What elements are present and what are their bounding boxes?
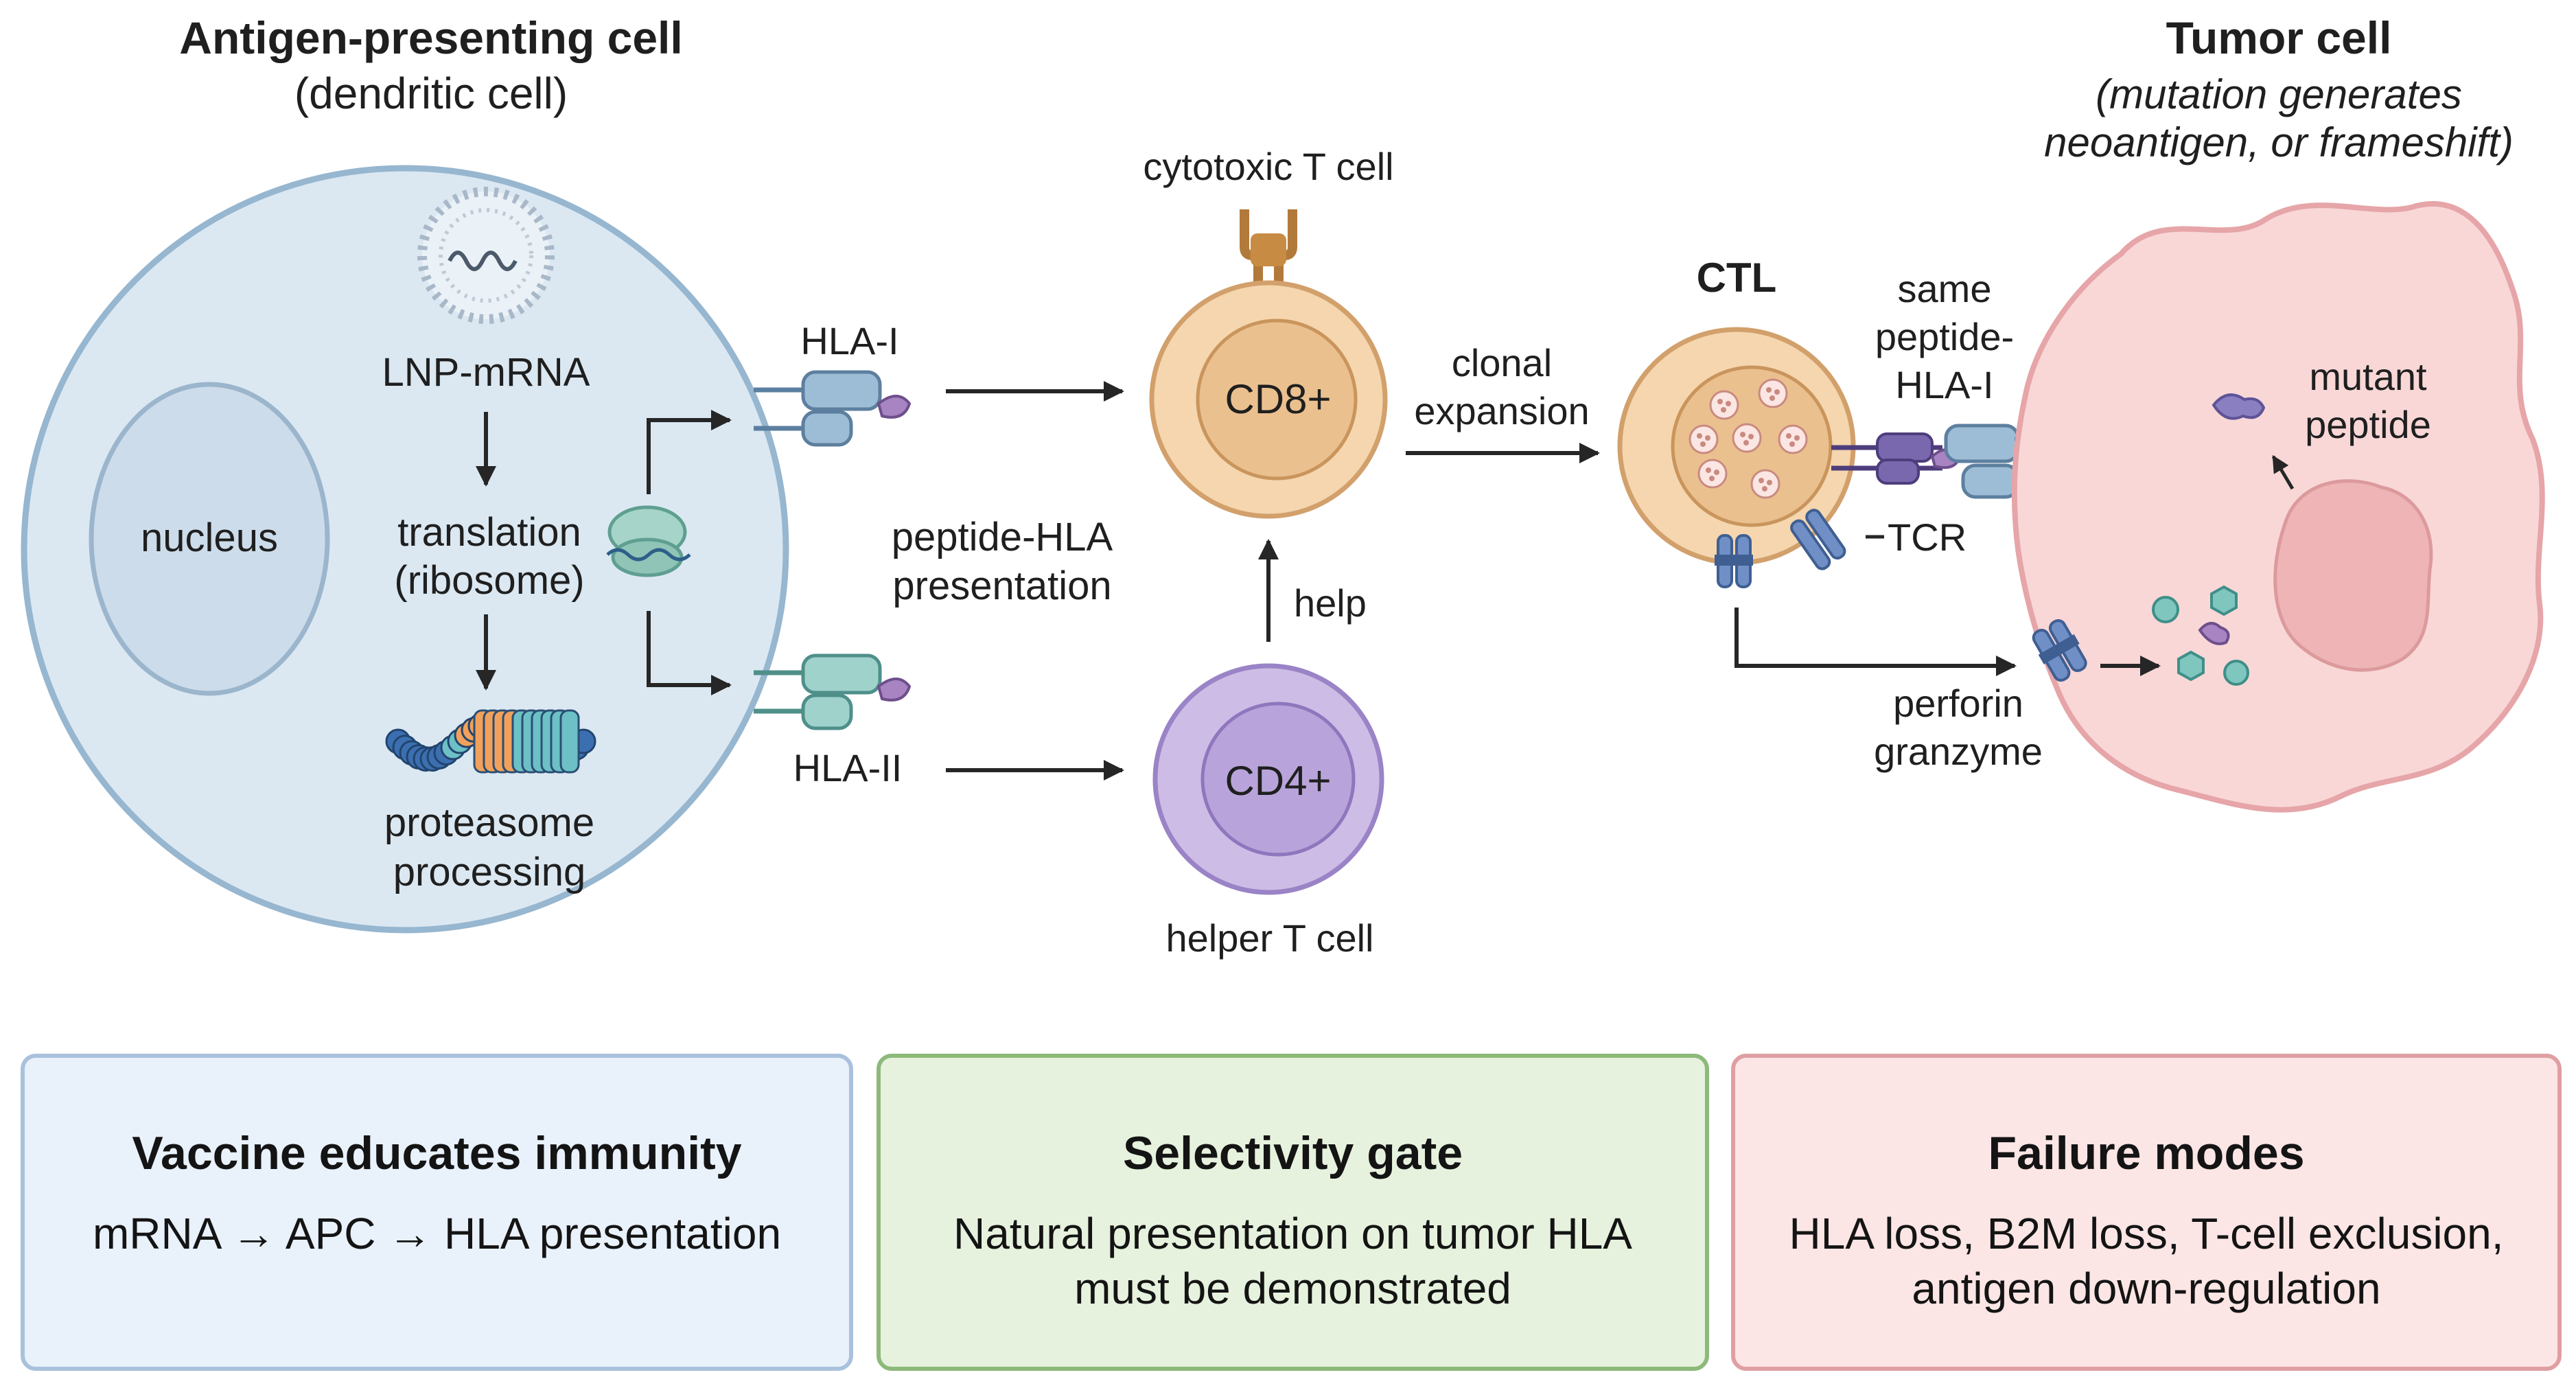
nucleus-label: nucleus — [141, 516, 278, 560]
same-peptide-label-1: same — [1898, 267, 1992, 310]
mutant-peptide-icon — [2212, 393, 2266, 420]
arrow-mutant-peptide — [2271, 454, 2295, 490]
help-label: help — [1294, 581, 1367, 625]
tumor-nucleus — [2273, 479, 2433, 672]
tumor-subtitle-1: (mutation generates — [2096, 71, 2462, 117]
box-selectivity-text-2: must be demonstrated — [1074, 1264, 1511, 1313]
proteasome-sublabel: processing — [393, 850, 585, 894]
granzyme-label: granzyme — [1874, 730, 2043, 773]
tumor-title: Tumor cell — [2166, 12, 2392, 63]
hla1-molecule-icon — [754, 370, 912, 447]
hla2-label: HLA-II — [793, 746, 903, 789]
box-selectivity-text-1: Natural presentation on tumor HLA — [953, 1209, 1632, 1258]
cd4-nucleus — [1200, 702, 1356, 857]
cd8-label: CD8+ — [1225, 376, 1331, 422]
granzyme-granules — [2152, 585, 2249, 686]
perforin-label: perforin — [1893, 682, 2023, 725]
box-failure-text-2: antigen down-regulation — [1912, 1264, 2381, 1313]
ctl-label: CTL — [1697, 255, 1777, 301]
box-failure-title: Failure modes — [1988, 1127, 2305, 1179]
presentation-sublabel: presentation — [892, 564, 1111, 608]
translation-sublabel: (ribosome) — [394, 558, 584, 603]
hla2-molecule-icon — [754, 653, 912, 730]
tumor-subtitle-2: neoantigen, or frameshift) — [2044, 119, 2514, 165]
arrow-to-hla2 — [647, 611, 732, 695]
same-peptide-label-3: HLA-I — [1895, 363, 1993, 406]
nucleus — [89, 382, 330, 696]
box-vaccine: Vaccine educates immunity mRNA → APC → H… — [21, 1054, 853, 1371]
arrow-perforin-path — [1734, 608, 2017, 676]
box-failure: Failure modes HLA loss, B2M loss, T-cell… — [1731, 1054, 2562, 1371]
tcr-hla-synapse-icon — [1831, 424, 2083, 499]
peptide-label: peptide — [2305, 403, 2431, 446]
box-selectivity-title: Selectivity gate — [1122, 1127, 1463, 1179]
protein-chain-icon — [385, 709, 596, 774]
arrow-to-hla1 — [647, 410, 732, 494]
proteasome-label: proteasome — [384, 800, 594, 845]
box-selectivity: Selectivity gate Natural presentation on… — [877, 1054, 1709, 1371]
tumor-cell — [2011, 200, 2545, 813]
ctl-receptor-icon — [1715, 534, 1753, 588]
apc-title: Antigen-presenting cell — [179, 12, 682, 63]
lnp-mrna-label: LNP-mRNA — [382, 350, 590, 395]
box-vaccine-text: mRNA → APC → HLA presentation — [92, 1209, 782, 1258]
tcr-receptor-icon — [1240, 209, 1297, 308]
perforin-pore-icon — [2032, 619, 2087, 682]
ribosome-icon — [606, 505, 691, 577]
box-vaccine-title: Vaccine educates immunity — [132, 1127, 742, 1179]
apc-subtitle: (dendritic cell) — [294, 69, 568, 118]
same-peptide-label-2: peptide- — [1875, 315, 2014, 358]
lnp-mrna-icon — [417, 187, 555, 324]
translation-label: translation — [397, 510, 581, 555]
cd4-bottom-label: helper T cell — [1166, 916, 1374, 960]
cd8-top-label: cytotoxic T cell — [1143, 145, 1393, 188]
hla1-label: HLA-I — [800, 319, 898, 362]
tcr-icon — [1790, 509, 1846, 570]
mutant-label: mutant — [2309, 355, 2427, 398]
presentation-label: peptide-HLA — [892, 515, 1113, 559]
clonal-label: clonal — [1452, 341, 1552, 384]
ctl-granules — [1689, 378, 1808, 499]
tcr-label: TCR — [1888, 516, 1966, 559]
clonal-sublabel: expansion — [1414, 389, 1589, 432]
cd8-nucleus — [1196, 319, 1358, 481]
box-failure-text-1: HLA loss, B2M loss, T-cell exclusion, — [1789, 1209, 2504, 1258]
cd4-label: CD4+ — [1225, 758, 1331, 804]
